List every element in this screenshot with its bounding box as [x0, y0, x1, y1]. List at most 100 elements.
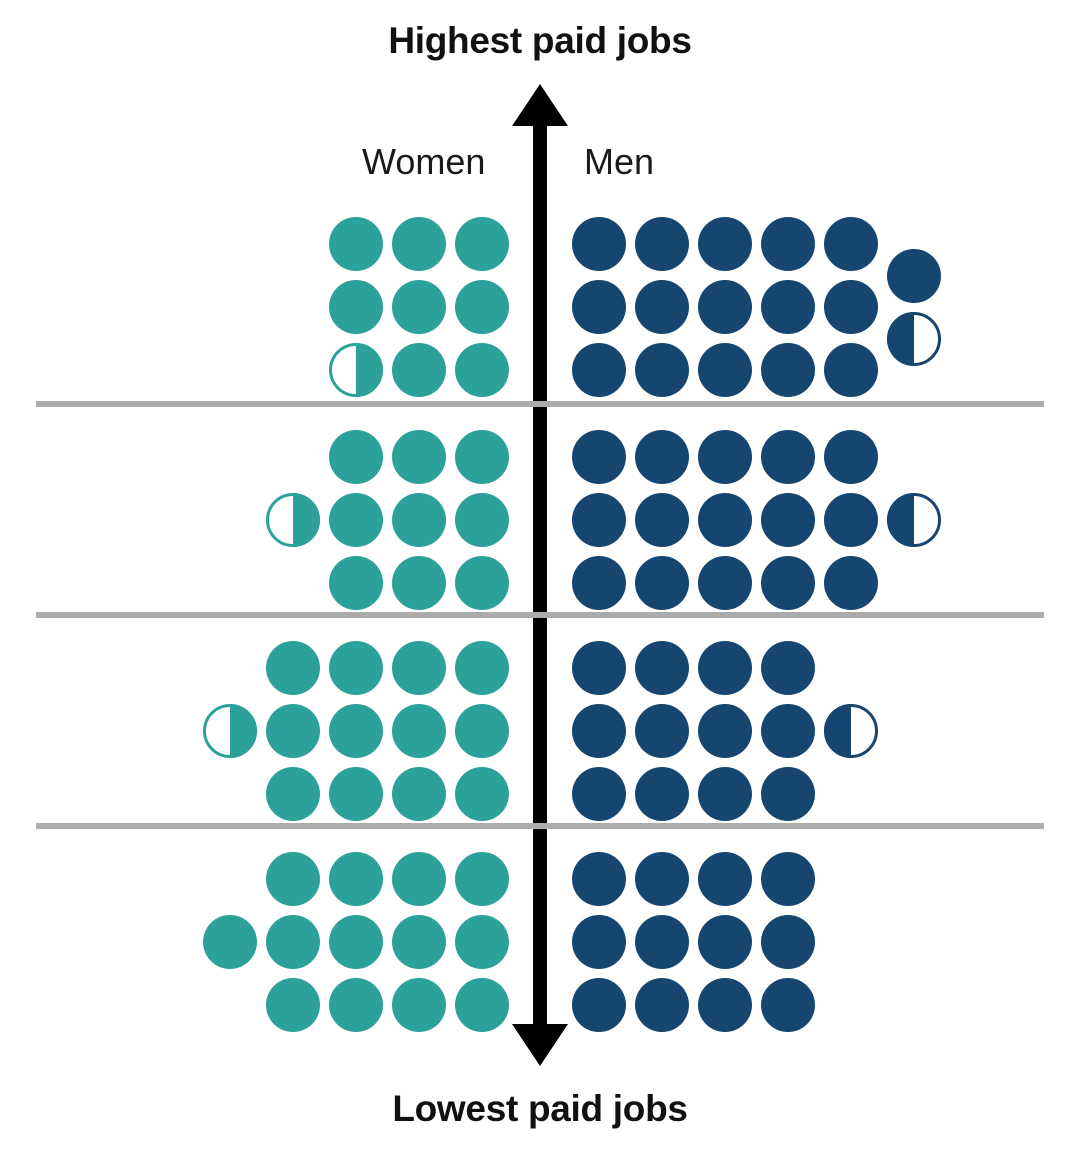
full-dot [454, 766, 509, 821]
men-dot-group [567, 847, 819, 1036]
full-dot [634, 279, 689, 334]
half-dot [886, 311, 941, 366]
full-dot [697, 429, 752, 484]
full-dot [697, 555, 752, 610]
full-dot [760, 703, 815, 758]
full-dot [823, 279, 878, 334]
full-dot [454, 977, 509, 1032]
full-dot [391, 640, 446, 695]
full-dot [634, 640, 689, 695]
dot-row [198, 847, 513, 910]
dot-row [567, 636, 882, 699]
full-dot [823, 429, 878, 484]
axis-shaft [533, 122, 547, 1028]
full-dot [823, 342, 878, 397]
dot-row [261, 488, 513, 551]
dot-row [567, 910, 819, 973]
full-dot [697, 766, 752, 821]
quartile-row-1 [0, 212, 1080, 401]
full-dot [634, 977, 689, 1032]
full-dot [328, 492, 383, 547]
full-dot [571, 279, 626, 334]
quartile-divider-1 [36, 401, 1044, 407]
full-dot [571, 703, 626, 758]
women-dot-group [198, 847, 513, 1036]
full-dot [454, 342, 509, 397]
full-dot [265, 851, 320, 906]
full-dot [634, 492, 689, 547]
full-dot [760, 914, 815, 969]
full-dot [697, 703, 752, 758]
half-dot [265, 492, 320, 547]
women-dot-group [324, 212, 513, 401]
full-dot [265, 914, 320, 969]
dot-row [198, 910, 513, 973]
full-dot [454, 492, 509, 547]
full-dot [265, 640, 320, 695]
dot-row [567, 338, 882, 401]
dot-row [198, 973, 513, 1036]
full-dot [760, 851, 815, 906]
full-dot [634, 766, 689, 821]
dot-row [567, 847, 819, 910]
full-dot [760, 279, 815, 334]
full-dot [571, 914, 626, 969]
full-dot [823, 555, 878, 610]
men-dot-group [567, 636, 882, 825]
full-dot [634, 342, 689, 397]
full-dot [634, 703, 689, 758]
full-dot [760, 555, 815, 610]
page-title-lowest: Lowest paid jobs [392, 1088, 688, 1129]
quartile-divider-2 [36, 612, 1044, 618]
full-dot [823, 492, 878, 547]
full-dot [571, 555, 626, 610]
column-header-women: Women [362, 141, 486, 182]
dot-row [567, 699, 882, 762]
full-dot [571, 766, 626, 821]
full-dot [328, 766, 383, 821]
full-dot [328, 216, 383, 271]
full-dot [760, 766, 815, 821]
full-dot [391, 914, 446, 969]
full-dot [391, 216, 446, 271]
full-dot [571, 429, 626, 484]
full-dot [328, 555, 383, 610]
full-dot [760, 977, 815, 1032]
full-dot [634, 914, 689, 969]
dot-row [567, 275, 882, 338]
full-dot [391, 703, 446, 758]
dot-row [567, 488, 945, 551]
full-dot [697, 279, 752, 334]
full-dot [265, 766, 320, 821]
dot-row [567, 973, 819, 1036]
full-dot [571, 851, 626, 906]
full-dot [328, 977, 383, 1032]
full-dot [634, 429, 689, 484]
dot-row [198, 699, 513, 762]
men-offset-column [882, 244, 945, 370]
full-dot [265, 977, 320, 1032]
full-dot [328, 851, 383, 906]
half-dot [202, 703, 257, 758]
arrow-up-icon [512, 84, 568, 126]
full-dot [202, 914, 257, 969]
quartile-divider-3 [36, 823, 1044, 829]
full-dot [760, 492, 815, 547]
full-dot [328, 429, 383, 484]
quartile-row-3 [0, 636, 1080, 825]
dot-row [324, 338, 513, 401]
half-dot [823, 703, 878, 758]
full-dot [697, 492, 752, 547]
half-dot [886, 492, 941, 547]
full-dot [328, 703, 383, 758]
full-dot [760, 640, 815, 695]
full-dot [571, 640, 626, 695]
men-dot-group [567, 212, 941, 401]
full-dot [697, 914, 752, 969]
full-dot [571, 492, 626, 547]
full-dot [454, 640, 509, 695]
full-dot [391, 492, 446, 547]
full-dot [760, 429, 815, 484]
dot-row [261, 551, 513, 614]
